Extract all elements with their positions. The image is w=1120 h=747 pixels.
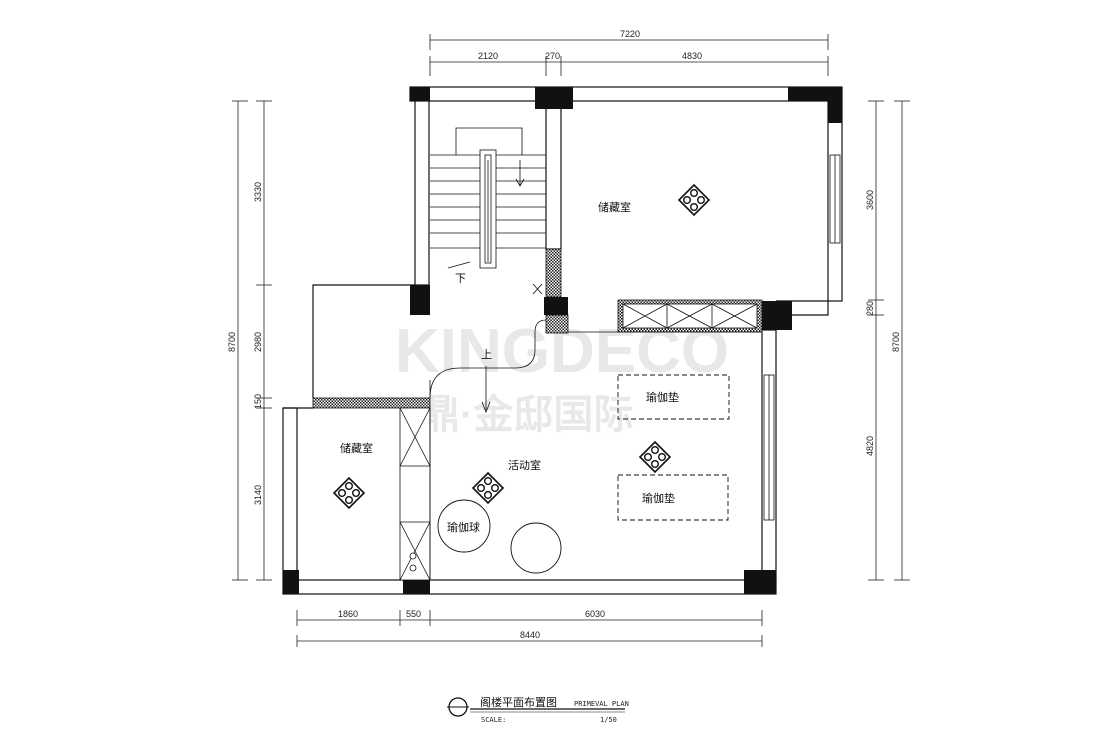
dim-left-a: 3330 bbox=[253, 182, 263, 202]
dim-right-a: 3600 bbox=[865, 190, 875, 210]
structural-columns bbox=[283, 87, 842, 594]
yoga-mat-1-shape bbox=[617, 374, 730, 420]
dim-bottom-b: 550 bbox=[406, 609, 421, 619]
ceiling-lights bbox=[332, 183, 711, 510]
scale-label: SCALE: bbox=[481, 716, 506, 724]
yoga-balls bbox=[437, 499, 562, 574]
staircase-up bbox=[429, 319, 547, 414]
ceiling-light-icon bbox=[638, 440, 672, 474]
right-dimensions bbox=[868, 100, 910, 581]
yoga-ball-2-shape bbox=[510, 522, 562, 574]
yoga-ball-1-shape bbox=[437, 499, 491, 553]
dim-left-b: 2980 bbox=[253, 332, 263, 352]
drawing-title-en: PRIMEVAL PLAN bbox=[574, 700, 629, 708]
watermark-cn: 鼎·金邸国际 bbox=[420, 392, 633, 437]
staircase-down bbox=[430, 127, 546, 295]
room-label-storage-left: 储藏室 bbox=[340, 441, 373, 455]
label-yoga-ball: 瑜伽球 bbox=[447, 520, 480, 534]
left-dimensions bbox=[232, 100, 272, 581]
dim-bottom-a: 1860 bbox=[338, 609, 358, 619]
top-dimensions bbox=[429, 34, 829, 76]
dim-left-total: 8700 bbox=[227, 332, 237, 352]
dim-right-total: 8700 bbox=[891, 332, 901, 352]
dim-top-b: 270 bbox=[545, 51, 560, 61]
label-yoga-mat-2: 瑜伽垫 bbox=[642, 491, 675, 505]
ceiling-light-icon bbox=[332, 476, 366, 510]
windows bbox=[763, 154, 841, 521]
label-stair-down: 下 bbox=[455, 272, 466, 285]
dim-top-total: 7220 bbox=[620, 29, 640, 39]
dim-left-c: 150 bbox=[253, 394, 263, 409]
ceiling-light-icon bbox=[471, 471, 505, 505]
room-label-storage-top: 储藏室 bbox=[598, 200, 631, 214]
activity-room-outline bbox=[429, 331, 762, 580]
drawing-title: 阁楼平面布置图 bbox=[480, 695, 557, 709]
dim-right-b: 280 bbox=[865, 301, 875, 316]
bottom-dimensions bbox=[296, 610, 763, 647]
title-block bbox=[447, 697, 625, 717]
label-stair-up: 上 bbox=[481, 348, 492, 361]
dim-bottom-total: 8440 bbox=[520, 630, 540, 640]
ceiling-light-icon bbox=[677, 183, 711, 217]
dim-right-c: 4820 bbox=[865, 436, 875, 456]
yoga-mats bbox=[617, 374, 730, 521]
storage-cabinet bbox=[399, 407, 431, 581]
room-label-activity: 活动室 bbox=[508, 458, 541, 472]
dim-left-d: 3140 bbox=[253, 485, 263, 505]
label-yoga-mat-1: 瑜伽垫 bbox=[646, 390, 679, 404]
yoga-mat-2-shape bbox=[617, 474, 729, 521]
scale-value: 1/50 bbox=[600, 716, 617, 724]
dim-top-c: 4830 bbox=[682, 51, 702, 61]
dim-top-a: 2120 bbox=[478, 51, 498, 61]
dim-bottom-c: 6030 bbox=[585, 609, 605, 619]
walls bbox=[282, 86, 843, 595]
wall-cabinet bbox=[622, 303, 758, 329]
